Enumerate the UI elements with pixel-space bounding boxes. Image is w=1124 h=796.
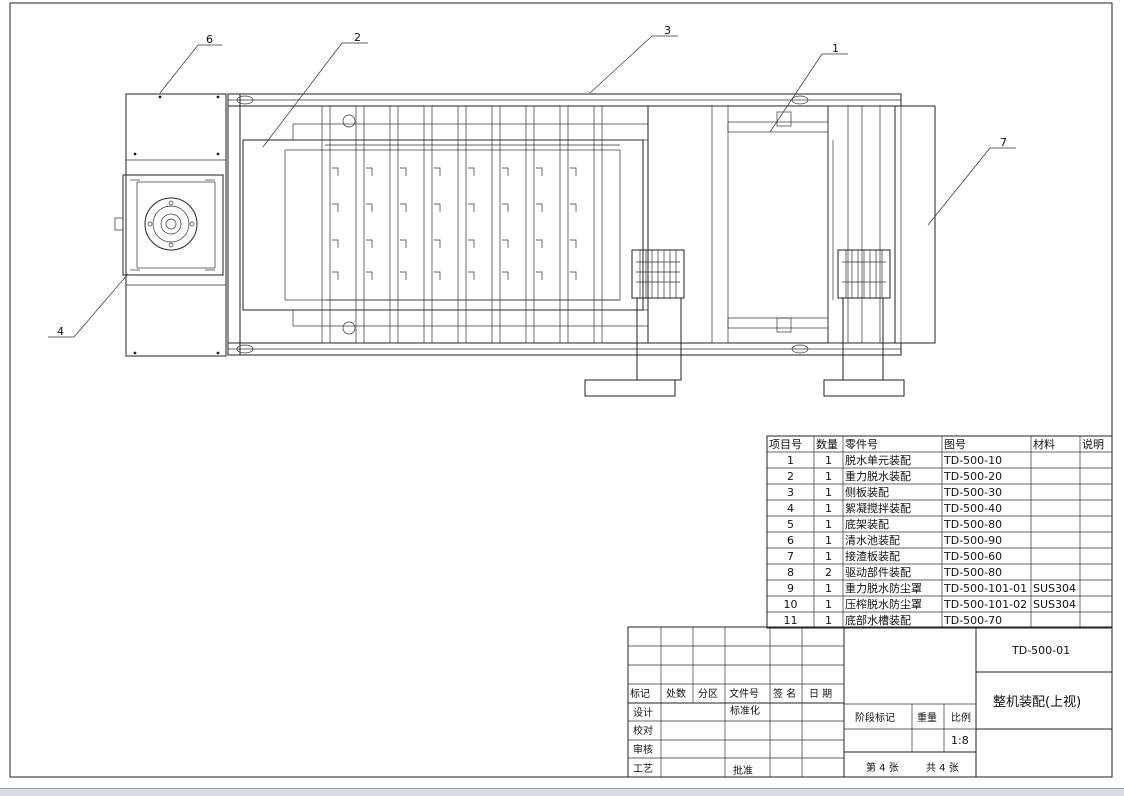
- bom-cell: 底部水槽装配: [845, 613, 911, 627]
- bom-cell: 5: [787, 518, 794, 531]
- bom-cell: TD-500-20: [943, 470, 1002, 483]
- balloon-7: 7: [1000, 136, 1007, 149]
- bom-cell: 脱水单元装配: [845, 453, 911, 467]
- bom-cell: 1: [825, 502, 832, 515]
- bom-cell: 压榨脱水防尘罩: [845, 597, 922, 611]
- bom-cell: TD-500-80: [943, 566, 1002, 579]
- bom-cell: 1: [825, 470, 832, 483]
- drawing-number: TD-500-01: [1011, 644, 1070, 657]
- lbl-process: 工艺: [633, 763, 653, 775]
- balloon-1: 1: [832, 42, 839, 55]
- bom-cell: 驱动部件装配: [845, 565, 911, 579]
- bom-cell: 底架装配: [845, 517, 889, 531]
- mixer-motor-icon: [144, 197, 198, 251]
- lbl-std: 标准化: [730, 704, 760, 717]
- bom-cell: 接渣板装配: [845, 549, 900, 563]
- bom-cell: 3: [787, 486, 794, 499]
- lbl-approve: 批准: [733, 764, 753, 777]
- bom-cell: 1: [825, 534, 832, 547]
- lbl-stage: 阶段标记: [855, 711, 895, 724]
- bom-header-2: 零件号: [845, 438, 878, 451]
- bom-cell: 2: [787, 470, 794, 483]
- balloon-2: 2: [354, 31, 361, 44]
- bom-cell: 清水池装配: [845, 534, 900, 547]
- bom-cell: 1: [825, 598, 832, 611]
- bom-cell: 1: [787, 454, 794, 467]
- discharge-chute: [894, 105, 936, 344]
- bom-cell: 4: [787, 502, 794, 515]
- lbl-date: 日 期: [809, 688, 832, 700]
- window-bottom-strip: [0, 788, 1124, 796]
- bom-cell: 1: [825, 550, 832, 563]
- bom-header-3: 图号: [944, 438, 966, 451]
- bom-header-1: 数量: [816, 438, 838, 451]
- sheet-border: [9, 2, 1113, 778]
- bom-header-4: 材料: [1033, 437, 1055, 451]
- balloon-4: 4: [57, 325, 64, 338]
- balloon-6: 6: [206, 33, 213, 46]
- drawing-title: 整机装配(上视): [993, 695, 1081, 710]
- lbl-docno: 文件号: [729, 687, 759, 700]
- lbl-sign: 签 名: [773, 687, 796, 700]
- bom-cell: 7: [787, 550, 794, 563]
- drive-motor-2: [823, 249, 905, 397]
- bom-cell: 11: [784, 614, 798, 627]
- bom-cell: 1: [825, 486, 832, 499]
- balloon-leaders: 6 2 3 1 7 4: [48, 24, 1016, 338]
- machine-top-view: [114, 93, 936, 397]
- bom-cell: SUS304: [1033, 582, 1076, 595]
- bom-cell: 侧板装配: [845, 485, 889, 499]
- lbl-check: 校对: [633, 724, 653, 737]
- clear-water-tank: [125, 93, 227, 357]
- plow-blades: [332, 167, 577, 280]
- bom-cell: 9: [787, 582, 794, 595]
- bom-cell: 6: [787, 534, 794, 547]
- lbl-ratio: 比例: [951, 711, 971, 724]
- bom-cell: TD-500-60: [943, 550, 1002, 563]
- lbl-zone: 分区: [698, 688, 718, 700]
- bom-cell: 絮凝搅拌装配: [845, 501, 911, 515]
- flocculation-mixer: [122, 174, 224, 276]
- bom-cell: TD-500-101-02: [943, 598, 1027, 611]
- bom-cell: 重力脱水防尘罩: [845, 581, 922, 595]
- bom-cell: 2: [825, 566, 832, 579]
- bom-header-5: 说明: [1082, 437, 1104, 451]
- bom-cell: TD-500-80: [943, 518, 1002, 531]
- scale-value: 1:8: [951, 734, 969, 747]
- bom-cell: TD-500-101-01: [943, 582, 1027, 595]
- lbl-review: 审核: [633, 743, 653, 756]
- balloon-3: 3: [664, 24, 671, 37]
- bom-cell: SUS304: [1033, 598, 1076, 611]
- bom-cell: 重力脱水装配: [845, 469, 911, 483]
- bom-cell: 1: [825, 518, 832, 531]
- lbl-weight: 重量: [917, 711, 937, 724]
- bom-cell: 10: [784, 598, 798, 611]
- dewatering-rollers: [321, 105, 603, 344]
- bom-cell: TD-500-10: [943, 454, 1002, 467]
- sheet-total: 共 4 张: [926, 762, 959, 774]
- dewatering-unit: [647, 105, 829, 344]
- bom-cell: TD-500-30: [943, 486, 1002, 499]
- lbl-mark: 标记: [630, 688, 650, 700]
- bom-cell: TD-500-40: [943, 502, 1002, 515]
- bom-cell: 1: [825, 582, 832, 595]
- bom-cell: 1: [825, 614, 832, 627]
- bom-cell: 1: [825, 454, 832, 467]
- title-block: 标记 处数 分区 文件号 签 名 日 期 设计 标准化 校对 审核 工艺 批准 …: [627, 626, 1113, 778]
- bom-cell: TD-500-90: [943, 534, 1002, 547]
- lbl-count: 处数: [666, 687, 686, 700]
- bom-header-0: 项目号: [769, 438, 802, 451]
- drive-motor-1: [584, 249, 685, 397]
- bom-cell: 8: [787, 566, 794, 579]
- bom-cell: TD-500-70: [943, 614, 1002, 627]
- lbl-design: 设计: [633, 706, 653, 719]
- gravity-dewatering-unit: [242, 139, 644, 311]
- sheet-number: 第 4 张: [866, 761, 899, 774]
